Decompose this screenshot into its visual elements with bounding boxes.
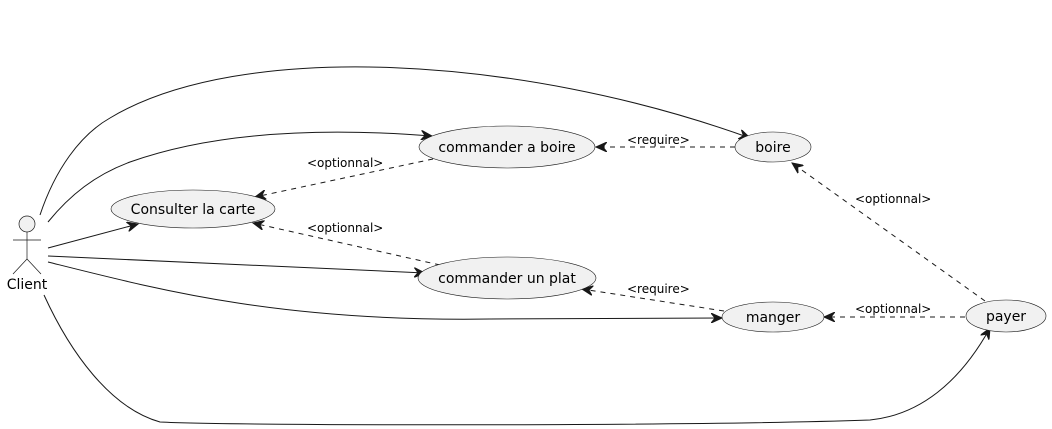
label-commander-plat-consulter: <optionnal> xyxy=(307,221,383,235)
use-case-shape xyxy=(734,131,812,163)
edge-payer-boire xyxy=(792,163,986,302)
label-payer-manger: <optionnal> xyxy=(855,302,931,316)
actor-leg-left xyxy=(12,258,28,275)
label-boire-commander-boire: <require> xyxy=(627,133,690,147)
use-case-label: commander un plat xyxy=(438,271,576,287)
use-case-shape xyxy=(965,299,1047,333)
edge-client-commander-plat xyxy=(47,255,425,273)
edge-manger-commander-plat xyxy=(582,289,725,312)
dependencies xyxy=(253,147,986,317)
use-case-payer[interactable]: payer xyxy=(965,299,1047,333)
use-case-boire[interactable]: boire xyxy=(734,131,812,163)
actor-leg-right xyxy=(26,258,42,275)
use-case-label: commander a boire xyxy=(438,140,575,156)
use-case-shape xyxy=(418,125,596,169)
edge-client-boire xyxy=(39,66,750,216)
use-case-label: Consulter la carte xyxy=(131,202,256,218)
edge-client-payer xyxy=(43,294,990,426)
label-payer-boire: <optionnal> xyxy=(855,192,931,206)
use-case-consulter-la-carte[interactable]: Consulter la carte xyxy=(110,189,276,229)
actor-client[interactable]: Client xyxy=(7,215,48,293)
use-case-label: payer xyxy=(986,309,1026,325)
label-manger-commander-plat: <require> xyxy=(627,282,690,296)
use-case-commander-a-boire[interactable]: commander a boire xyxy=(418,125,596,169)
edge-client-consulter xyxy=(47,224,138,249)
use-case-shape xyxy=(110,189,276,229)
use-case-shape xyxy=(417,256,597,300)
use-case-commander-un-plat[interactable]: commander un plat xyxy=(417,256,597,300)
use-case-label: manger xyxy=(746,310,801,326)
edge-commander-plat-consulter xyxy=(253,223,441,266)
use-case-manger[interactable]: manger xyxy=(721,301,825,333)
actor-head xyxy=(18,215,36,233)
relation-labels: <optionnal> <optionnal> <require> <requi… xyxy=(307,133,931,316)
edge-commander-boire-consulter xyxy=(255,158,434,197)
edge-client-commander-boire xyxy=(47,132,432,223)
actor-label: Client xyxy=(7,277,48,293)
associations xyxy=(39,66,990,426)
edge-client-manger xyxy=(47,261,722,319)
use-case-label: boire xyxy=(755,140,790,156)
label-commander-boire-consulter: <optionnal> xyxy=(307,156,383,170)
use-case-shape xyxy=(721,301,825,333)
